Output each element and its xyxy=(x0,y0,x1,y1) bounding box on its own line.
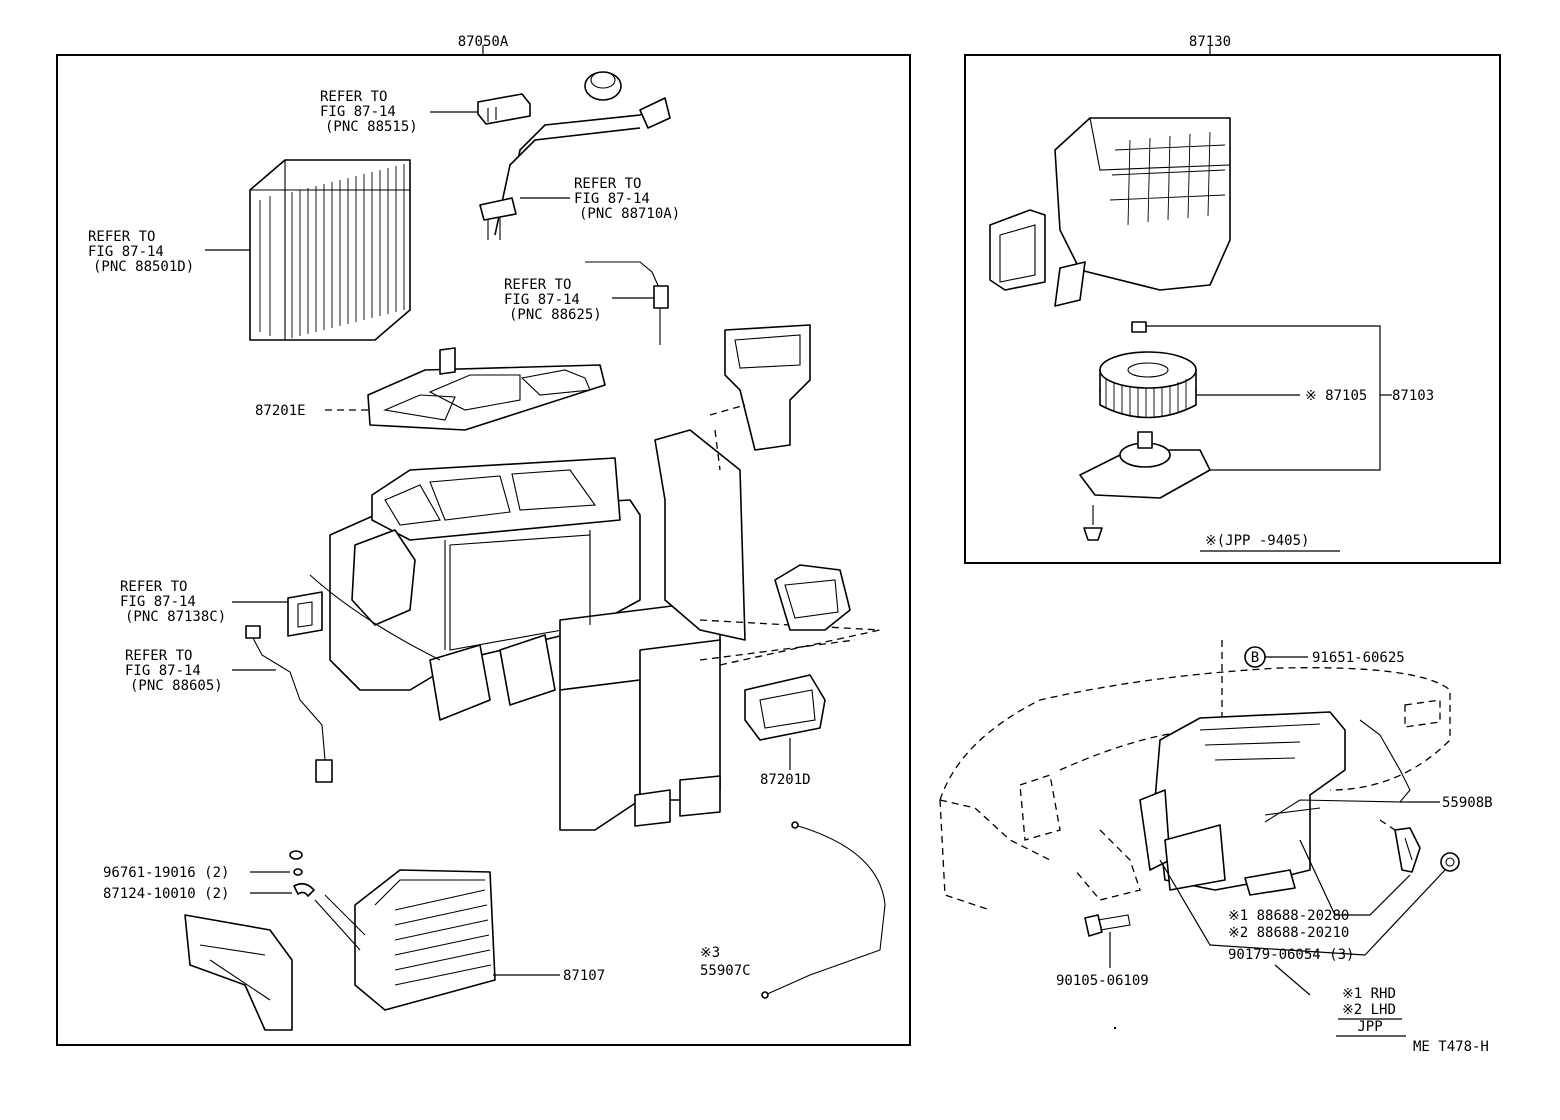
label-jpp-note: ※(JPP -9405) xyxy=(1205,533,1309,549)
sensor-ref-line3: (PNC 88625) xyxy=(509,307,602,323)
resistor-ref-line2: FIG 87-14 xyxy=(120,594,196,610)
label-96761: 96761-19016 (2) xyxy=(103,865,229,881)
assembly-right-code: 87130 xyxy=(1189,34,1231,50)
drain-hose xyxy=(702,832,744,906)
leader-88688 xyxy=(1299,839,1411,916)
hvac-unit-installed xyxy=(1139,711,1346,896)
blower-fan-87105 xyxy=(1099,351,1197,419)
resistor-ref-line1: REFER TO xyxy=(120,579,187,595)
label-87103: 87103 xyxy=(1392,388,1434,404)
evaporator-ref-line1: REFER TO xyxy=(88,229,155,245)
pipe-clamp-icon xyxy=(293,882,315,897)
blower-screw-small xyxy=(1131,321,1147,333)
legend-rhd: ※1 RHD xyxy=(1342,986,1396,1002)
nut-90179-icon xyxy=(1440,852,1460,872)
label-55908B: 55908B xyxy=(1442,795,1493,811)
leader-90179 xyxy=(1159,859,1446,956)
label-90179: 90179-06054 (3) xyxy=(1228,947,1354,963)
heater-core-87107 xyxy=(314,869,496,1011)
thermistor-connector xyxy=(477,93,531,125)
label-87107: 87107 xyxy=(563,968,605,984)
harness-ref-line2: FIG 87-14 xyxy=(125,663,201,679)
control-cable-55908B xyxy=(1264,719,1411,823)
thermistor-ref-line2: FIG 87-14 xyxy=(320,104,396,120)
label-90105: 90105-06109 xyxy=(1056,973,1149,989)
duct-87201D xyxy=(744,674,826,741)
label-88688-rhd: ※1 88688-20280 xyxy=(1228,908,1349,924)
heater-cover xyxy=(184,914,293,1031)
thermistor-ref-line3: (PNC 88515) xyxy=(325,119,418,135)
air-duct-side xyxy=(774,564,851,631)
evaporator-ref-line3: (PNC 88501D) xyxy=(93,259,194,275)
sensor-ref-line2: FIG 87-14 xyxy=(504,292,580,308)
harness-ref-line1: REFER TO xyxy=(125,648,192,664)
blower-case xyxy=(989,117,1231,307)
harness-ref-line3: (PNC 88605) xyxy=(130,678,223,694)
expansion-valve-ref-line2: FIG 87-14 xyxy=(574,191,650,207)
expansion-valve-ref-line1: REFER TO xyxy=(574,176,641,192)
blower-resistor xyxy=(287,591,323,637)
evaporator-core xyxy=(249,159,411,341)
blower-motor xyxy=(1079,431,1211,499)
legend-pointer xyxy=(1274,964,1311,996)
evaporator-ref-line2: FIG 87-14 xyxy=(88,244,164,260)
heater-unit-case xyxy=(309,429,746,831)
label-87105: ※ 87105 xyxy=(1305,388,1367,404)
sensor-ref-line1: REFER TO xyxy=(504,277,571,293)
wire-harness xyxy=(245,625,333,783)
thermistor-ref-line1: REFER TO xyxy=(320,89,387,105)
expansion-valve-ref-line3: (PNC 88710A) xyxy=(579,206,680,222)
bolt-90105-icon xyxy=(1084,914,1131,937)
blower-screw-bottom xyxy=(1083,505,1103,541)
label-55907C: 55907C xyxy=(700,963,751,979)
label-87124: 87124-10010 (2) xyxy=(103,886,229,902)
label-91651-mark: B xyxy=(1251,650,1259,666)
air-duct-upper xyxy=(724,324,811,451)
resistor-ref-line3: (PNC 87138C) xyxy=(125,609,226,625)
bracket-88688 xyxy=(1394,827,1421,873)
label-87201E: 87201E xyxy=(255,403,306,419)
figure-code: ME T478-H xyxy=(1413,1039,1489,1055)
instrument-panel xyxy=(939,667,1451,911)
filter-tray-87201E xyxy=(367,347,606,431)
pipe-cap-icon xyxy=(584,71,622,101)
control-cable-55907C xyxy=(761,821,886,999)
label-91651: 91651-60625 xyxy=(1312,650,1405,666)
blower-bracket-line xyxy=(1146,325,1381,471)
bracket-dash xyxy=(1379,819,1396,831)
expansion-valve-pipe xyxy=(479,97,671,240)
assembly-left-code: 87050A xyxy=(458,34,509,50)
label-88688-lhd: ※2 88688-20210 xyxy=(1228,925,1349,941)
legend-lhd: ※2 LHD xyxy=(1342,1002,1396,1018)
right-assembly-frame xyxy=(964,54,1501,564)
temperature-sensor xyxy=(585,261,669,345)
heater-pipes xyxy=(173,713,303,876)
legend-jpp: JPP xyxy=(1357,1019,1382,1035)
label-87201D: 87201D xyxy=(760,772,811,788)
stray-dot xyxy=(1113,1026,1117,1030)
label-55907C-mark: ※3 xyxy=(700,945,720,961)
